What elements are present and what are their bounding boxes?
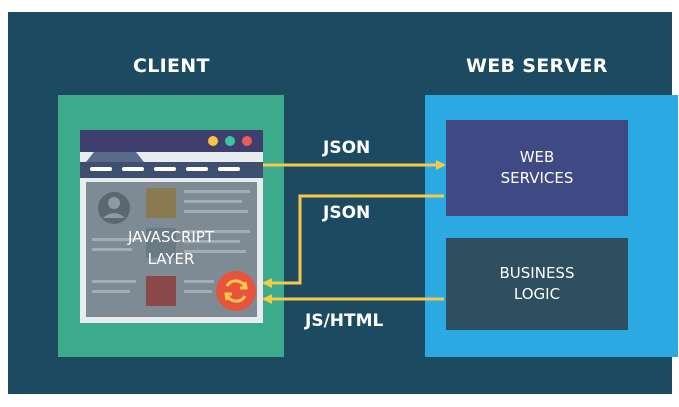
json-response-label: JSON [323, 203, 371, 223]
javascript-layer-label: JAVASCRIPT LAYER [127, 228, 215, 268]
json-response-arrow [262, 194, 444, 288]
business-logic-box: BUSINESS LOGIC [446, 238, 628, 330]
js-html-label: JS/HTML [305, 311, 384, 331]
browser-window-icon [80, 130, 263, 323]
client-heading: CLIENT [133, 55, 210, 77]
web-services-box: WEB SERVICES [446, 120, 628, 216]
refresh-icon [216, 271, 256, 311]
json-request-label: JSON [323, 138, 371, 158]
web-server-heading: WEB SERVER [466, 55, 608, 77]
